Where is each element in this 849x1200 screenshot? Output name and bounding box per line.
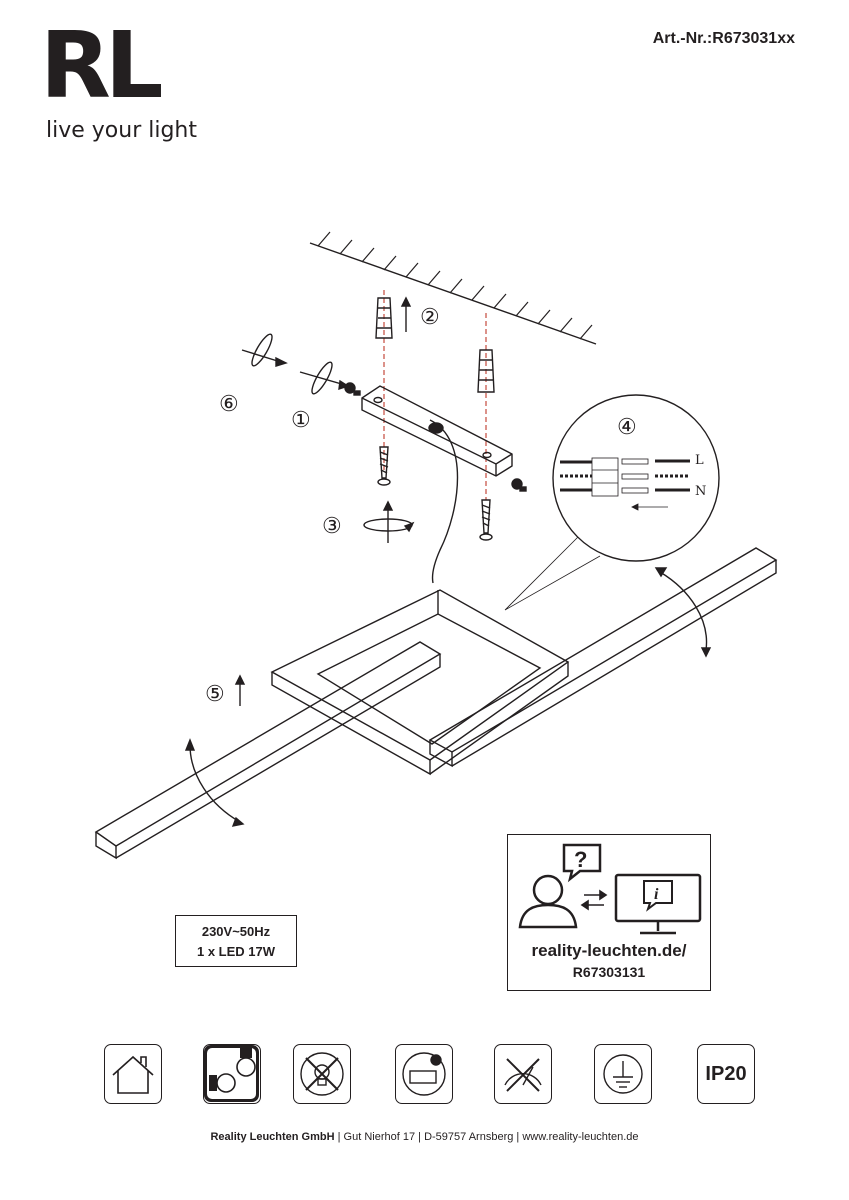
spec-box: 230V~50Hz 1 x LED 17W — [175, 915, 297, 967]
step-6-label: ⑥ — [219, 392, 239, 417]
website-product-code: R67303131 — [572, 964, 646, 980]
swivel-arrow-icon — [184, 567, 712, 827]
lamp-spec: 1 x LED 17W — [196, 944, 276, 959]
lamp-bulb-icon — [203, 1044, 261, 1104]
decor-cap — [241, 333, 350, 395]
wiring-detail-magnifier — [504, 394, 720, 611]
wire-label-live: L — [695, 453, 704, 468]
footer-separator: | — [418, 1131, 425, 1143]
arrow-up-icon — [234, 674, 246, 706]
footer-city: D-59757 Arnsberg — [424, 1131, 514, 1143]
question-bubble-icon: ? — [562, 843, 602, 883]
indoor-use-icon — [104, 1044, 162, 1104]
brand-tagline: live your light — [46, 118, 197, 143]
wall-plug-left — [375, 297, 393, 339]
footer-separator: | — [337, 1131, 344, 1143]
ceiling-hatch — [309, 231, 597, 345]
step-5-label: ⑤ — [205, 682, 225, 707]
footer-company: Reality Leuchten GmbH — [210, 1131, 335, 1143]
step-3-label: ③ — [322, 514, 342, 539]
voltage-spec: 230V~50Hz — [201, 924, 271, 939]
ip-rating-badge: IP20 — [697, 1044, 755, 1104]
monitor-info-icon: i — [614, 873, 702, 935]
footer: Reality Leuchten GmbH | Gut Nierhof 17 |… — [0, 1131, 849, 1143]
not-dimmable-icon — [494, 1044, 552, 1104]
footer-address: Gut Nierhof 17 — [343, 1131, 416, 1143]
drill-guide-lines — [383, 290, 487, 500]
svg-text:?: ? — [574, 847, 587, 872]
wall-plug-right — [477, 349, 495, 393]
footer-web[interactable]: www.reality-leuchten.de — [522, 1131, 639, 1143]
screw-right — [479, 499, 493, 541]
rotate-arrow-icon — [363, 500, 415, 543]
exchange-arrows-icon — [580, 889, 608, 911]
mounting-bracket — [361, 385, 513, 477]
step-4-label: ④ — [617, 415, 637, 440]
power-cable — [429, 419, 459, 584]
website-url[interactable]: reality-leuchten.de/ — [531, 941, 687, 960]
arrow-up-icon — [400, 296, 412, 332]
screw-left — [377, 446, 391, 486]
wire-label-neutral: N — [695, 484, 707, 499]
luminaire — [94, 547, 778, 860]
article-number: Art.-Nr.:R673031xx — [652, 30, 795, 47]
protection-class-1-icon — [594, 1044, 652, 1104]
brand-logo: RL — [40, 12, 163, 119]
person-icon — [518, 874, 578, 929]
website-info-box: ? i reality-leuchten.de/ R67303131 — [507, 834, 711, 991]
footer-separator: | — [516, 1131, 523, 1143]
led-not-replaceable-icon — [293, 1044, 351, 1104]
driver-replaceable-icon — [395, 1044, 453, 1104]
step-1-label: ① — [291, 408, 311, 433]
step-2-label: ② — [420, 305, 440, 330]
svg-text:i: i — [654, 886, 659, 903]
